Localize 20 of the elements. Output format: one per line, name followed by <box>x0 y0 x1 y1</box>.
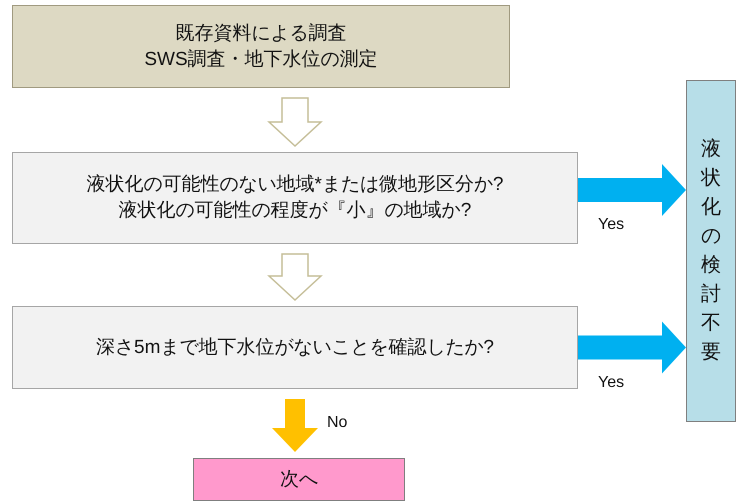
process-box <box>12 5 510 88</box>
result-box <box>686 80 736 422</box>
edge-label: Yes <box>598 216 624 234</box>
box-text: 液状化の可能性のない地域*または微地形区分か? <box>86 173 504 197</box>
edge-label: No <box>327 414 348 432</box>
edge-label: Yes <box>598 374 624 392</box>
next-box <box>193 458 405 501</box>
arrow <box>267 97 323 148</box>
box-text: SWS調査・地下水位の測定 <box>144 48 378 72</box>
arrow <box>578 164 686 216</box>
arrow <box>272 399 318 452</box>
question-box <box>12 152 578 244</box>
arrow <box>267 253 323 302</box>
box-text: 液状化の検討不要 <box>701 137 721 365</box>
box-text: 深さ5mまで地下水位がないことを確認したか? <box>96 336 494 360</box>
box-text: 液状化の可能性の程度が『小』の地域か? <box>118 199 472 223</box>
box-text: 次へ <box>280 468 318 492</box>
box-text: 既存資料による調査 <box>176 22 346 46</box>
question-box <box>12 306 578 389</box>
arrow <box>578 322 686 374</box>
